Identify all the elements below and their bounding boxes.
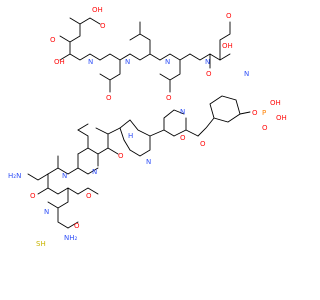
carbonyl-o2-label: O: [166, 94, 172, 102]
carbonyl-o6-label: O: [118, 152, 124, 160]
atom-labels: OH O O OH N N O N O N O OH O N O P OH OH…: [8, 6, 287, 248]
phospho-o-label: O: [252, 109, 258, 117]
phospho-o2-label: O: [262, 124, 268, 132]
val-n-label: N: [92, 168, 97, 176]
asn-h2n-label: H₂N: [8, 172, 21, 180]
top-oh-label: OH: [92, 6, 103, 14]
pro-n-label: N: [146, 158, 151, 166]
phospho-oh2-label: OH: [276, 114, 287, 122]
carbonyl-o4-label: O: [200, 140, 206, 148]
glu-alpha-o-label: O: [50, 36, 56, 44]
carbonyl-o1-label: O: [106, 94, 112, 102]
amide-n4-label: N: [205, 58, 210, 66]
cys-nh2-label: NH₂: [64, 234, 78, 242]
carbonyl-o5-label: O: [180, 134, 186, 142]
molecule-structure: OH O O OH N N O N O N O OH O N O P OH OH…: [8, 6, 287, 248]
pro-nh-label: H: [128, 132, 133, 140]
phospho-oh1-label: OH: [270, 99, 281, 107]
cys-sh-label: SH: [36, 240, 46, 248]
amide-n3-label: N: [165, 58, 170, 66]
top-o-label: O: [226, 12, 232, 20]
top-oh2-label: OH: [54, 58, 65, 66]
amide-n2-label: N: [125, 58, 130, 66]
carbonyl-o3-label: O: [206, 70, 212, 78]
asn-o-label: O: [30, 192, 36, 200]
glu-side-o-label: O: [100, 22, 106, 30]
phospho-p-label: P: [262, 109, 266, 117]
asp-n-label: N: [244, 70, 249, 78]
carbonyl-o8-label: O: [74, 222, 80, 230]
tyr-n-label: N: [180, 108, 185, 116]
cys-n-label: N: [44, 208, 49, 216]
amide-n1-label: N: [88, 58, 93, 66]
top-oh3-label: OH: [222, 42, 233, 50]
carbonyl-o7-label: O: [86, 192, 92, 200]
val2-n-label: N: [62, 172, 67, 180]
bond-skeleton: [27, 17, 251, 229]
